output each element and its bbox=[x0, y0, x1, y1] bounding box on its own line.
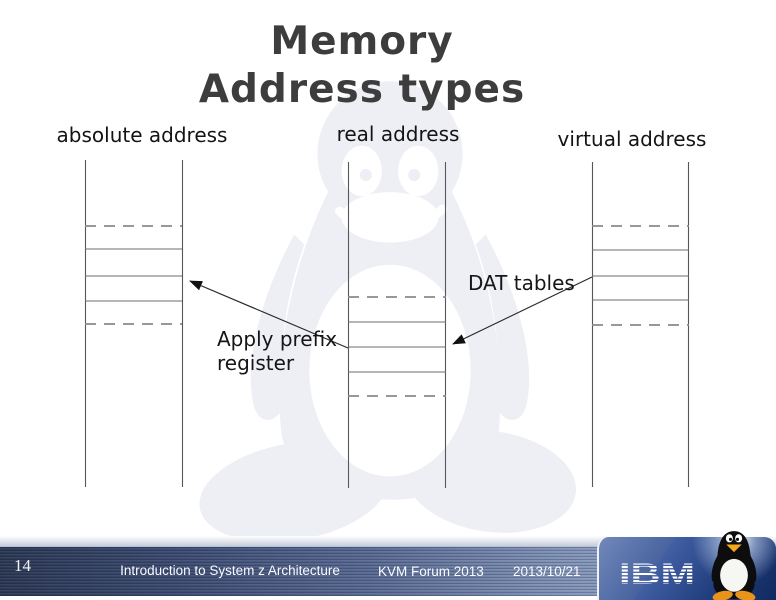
slide-number: 14 bbox=[14, 556, 31, 575]
ibm-logo-text: IBM bbox=[619, 559, 695, 587]
memory-column-absolute bbox=[84, 160, 184, 487]
memory-column-real bbox=[347, 162, 447, 488]
ibm-logo: IBM bbox=[619, 559, 695, 587]
footer-date: 2013/10/21 bbox=[513, 564, 581, 579]
apply-prefix-arrow bbox=[189, 280, 349, 349]
title-line-1: Memory bbox=[270, 19, 454, 64]
footer-event: KVM Forum 2013 bbox=[378, 564, 484, 579]
memory-column-virtual bbox=[591, 162, 690, 487]
slide-title: Memory Address types bbox=[0, 18, 724, 114]
dat-tables-label: DAT tables bbox=[468, 271, 575, 295]
column-label-absolute: absolute address bbox=[56, 123, 228, 147]
footer-course-title: Introduction to System z Architecture bbox=[120, 563, 340, 578]
column-label-virtual: virtual address bbox=[557, 127, 707, 151]
apply-prefix-label: Apply prefix register bbox=[217, 327, 338, 375]
footer-fade bbox=[0, 536, 776, 546]
tux-penguin-icon bbox=[711, 531, 757, 600]
diagram-arrows bbox=[189, 276, 593, 349]
dat-tables-arrow bbox=[452, 276, 593, 345]
column-label-real: real address bbox=[336, 122, 460, 146]
title-line-2: Address types bbox=[198, 67, 526, 112]
